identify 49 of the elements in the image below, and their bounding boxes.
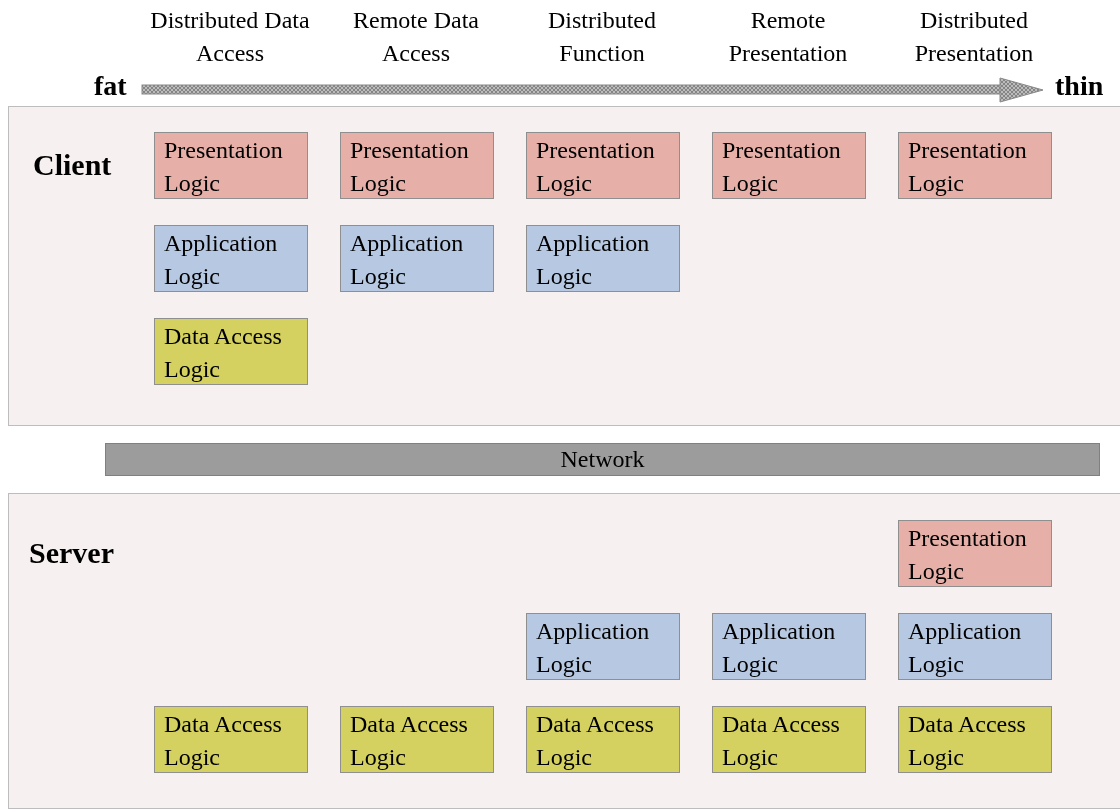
box-label: Data Access Logic — [163, 322, 283, 384]
box-label: Data Access Logic — [721, 710, 841, 772]
box-label: Application Logic — [349, 229, 465, 291]
box-label: Data Access Logic — [163, 710, 283, 772]
box-label: Data Access Logic — [349, 710, 469, 772]
application-logic-box — [898, 613, 1052, 680]
tier-panel — [8, 493, 1120, 809]
box-label: Data Access Logic — [907, 710, 1027, 772]
presentation-logic-box — [340, 132, 494, 199]
box-label: Presentation Logic — [163, 136, 284, 198]
box-label: Application Logic — [535, 229, 651, 291]
box-label: Presentation Logic — [721, 136, 842, 198]
presentation-logic-box — [712, 132, 866, 199]
column-heading: Remote Data Access — [352, 6, 480, 68]
data-access-logic-box — [154, 706, 308, 773]
column-heading: Distributed Presentation — [913, 6, 1035, 68]
application-logic-box — [526, 613, 680, 680]
data-access-logic-box — [712, 706, 866, 773]
network-label: Network — [559, 445, 646, 474]
tier-label: Client — [33, 150, 112, 180]
presentation-logic-box — [898, 132, 1052, 199]
network-bar — [105, 443, 1100, 476]
box-label: Application Logic — [535, 617, 651, 679]
data-access-logic-box — [154, 318, 308, 385]
scale-end-label: thin — [1055, 72, 1104, 100]
application-logic-box — [340, 225, 494, 292]
column-heading: Distributed Function — [547, 6, 657, 68]
box-label: Presentation Logic — [907, 524, 1028, 586]
column-heading: Distributed Data Access — [149, 6, 311, 68]
application-logic-box — [712, 613, 866, 680]
box-label: Data Access Logic — [535, 710, 655, 772]
scale-end-label: fat — [94, 72, 127, 100]
box-label: Presentation Logic — [907, 136, 1028, 198]
box-label: Application Logic — [163, 229, 279, 291]
tier-panel — [8, 106, 1120, 426]
box-label: Application Logic — [907, 617, 1023, 679]
data-access-logic-box — [898, 706, 1052, 773]
data-access-logic-box — [526, 706, 680, 773]
application-logic-box — [154, 225, 308, 292]
column-heading: Remote Presentation — [727, 6, 849, 68]
box-label: Application Logic — [721, 617, 837, 679]
presentation-logic-box — [526, 132, 680, 199]
application-logic-box — [526, 225, 680, 292]
presentation-logic-box — [898, 520, 1052, 587]
data-access-logic-box — [340, 706, 494, 773]
box-label: Presentation Logic — [349, 136, 470, 198]
box-label: Presentation Logic — [535, 136, 656, 198]
presentation-logic-box — [154, 132, 308, 199]
tier-label: Server — [29, 538, 114, 568]
